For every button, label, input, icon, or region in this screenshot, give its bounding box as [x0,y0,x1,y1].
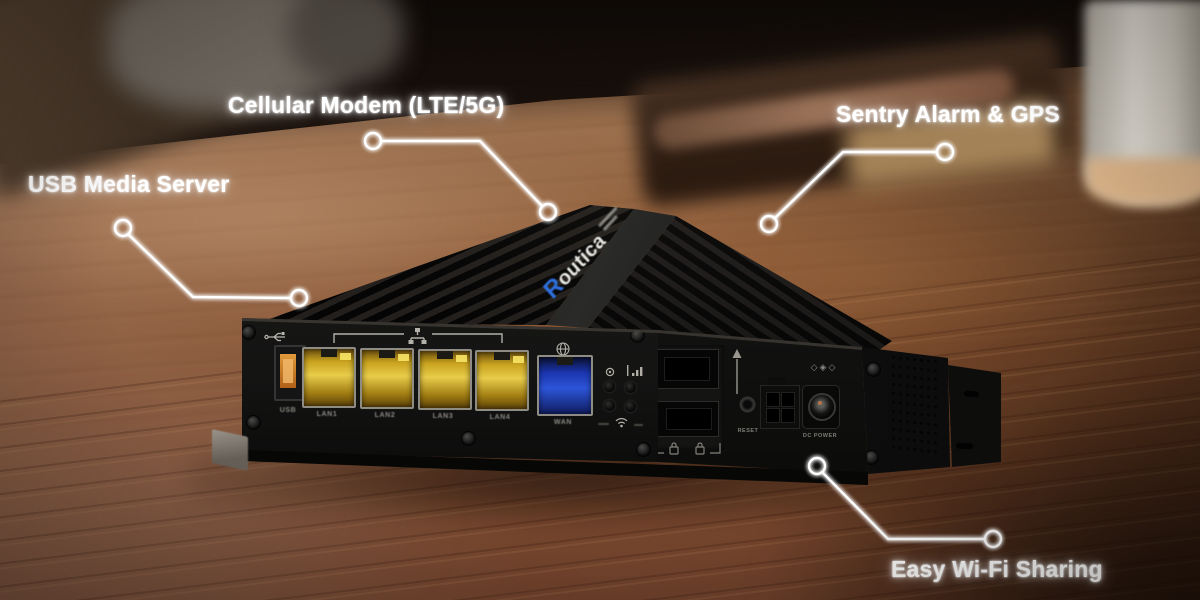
lock-icon [695,442,705,455]
power-pin [781,408,795,423]
dc-jack-reflection [818,401,822,405]
power-led-icon [605,367,615,377]
usb-port-label: USB [270,407,306,414]
screw [867,363,880,376]
tiny-text-blur [634,424,643,426]
screw [462,432,475,445]
status-led [604,381,615,392]
power-connector-tab [768,377,786,385]
front-panel-right: RESET ◇◈◇ DC POWER [658,330,868,474]
sim-slot-2 [658,401,719,437]
screw [247,416,260,429]
power-polarity-icon: ◇◈◇ [798,362,850,373]
rj45-notch [557,357,573,365]
blurred-cushion-fold [288,0,404,84]
reset-button [741,398,754,411]
callout-label-cellular: Cellular Modem (LTE/5G) [228,92,504,119]
lan-port-3 [418,349,472,410]
ceramic-mug-base [1086,158,1200,206]
lock-icon [669,442,679,455]
dc-power-jack [802,385,840,429]
lan1-label: LAN1 [302,411,352,418]
usb-icon [264,331,288,342]
rj45-glint [398,354,409,361]
power-connector-block [760,385,800,429]
callout-label-wifi: Easy Wi-Fi Sharing [891,556,1103,583]
tiny-text-blur [598,423,609,425]
rj45-glint [340,353,351,360]
rj45-glint [513,356,524,363]
power-pin [781,392,795,407]
rj45-notch [437,351,453,359]
lan3-label: LAN3 [418,413,468,420]
callout-line-usb [113,218,309,308]
sim-module [658,345,724,450]
sim-bracket [658,441,722,455]
power-pin [766,408,780,423]
mounting-flange-right [948,365,1001,467]
power-pin [766,392,780,407]
rj45-notch [379,350,395,358]
reset-label: RESET [726,428,770,434]
right-side-panel [862,347,950,474]
sim-eject-arrow-icon [731,347,743,395]
lan-port-1 [302,347,356,408]
lan4-label: LAN4 [475,414,525,421]
rj45-notch [494,352,510,360]
wifi-icon [614,416,629,428]
sim-slot-2-cut [666,408,712,430]
front-panel-left: USB LAN1 LAN2 LAN3 LAN [242,318,658,462]
lan-port-2 [360,348,414,409]
lan-port-4 [475,350,529,411]
industrial-router: Routica USB [200,195,1020,495]
rj45-notch [321,349,337,357]
rj45-glint [456,355,467,362]
usb-port-tab [283,359,293,383]
dc-power-label: DC POWER [776,433,864,439]
lan-group-bracket [332,327,504,344]
network-icon [408,328,427,344]
callout-label-usb: USB Media Server [28,171,229,198]
sim-slot-1-cut [664,357,710,381]
callout-label-sentry: Sentry Alarm & GPS [836,101,1060,128]
usb-port [274,345,306,401]
screw [242,326,255,339]
screw [865,451,878,464]
status-led [625,382,636,393]
signal-bars-icon [626,364,644,377]
wan-label: WAN [537,419,589,426]
status-led [604,400,615,411]
lan2-label: LAN2 [360,412,410,419]
sim-slot-1 [658,349,719,389]
wan-port [537,355,593,416]
status-led [625,401,636,412]
callout-line-wifi [807,456,1003,549]
dc-jack-barrel [808,393,836,421]
screw [637,443,650,456]
callout-line-sentry [759,142,955,234]
callout-line-cellular [363,131,558,222]
